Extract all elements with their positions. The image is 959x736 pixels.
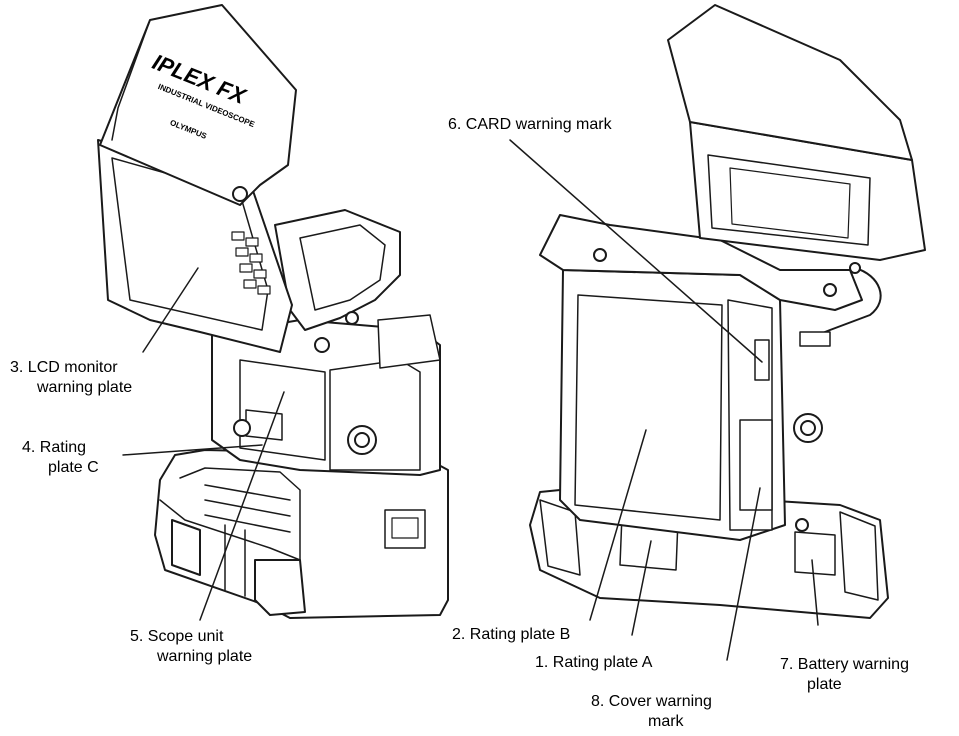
left-bumper-front <box>254 559 306 616</box>
label-rating-plate-c: 4. Rating plate C <box>22 439 99 476</box>
leader-6 <box>509 139 763 363</box>
leader-8 <box>726 487 761 661</box>
right-lid <box>667 4 913 161</box>
label-scope-unit-warning-plate: 5. Scope unit warning plate <box>130 628 253 665</box>
leader-2 <box>589 429 647 621</box>
rating-plate-b-panel <box>574 294 723 521</box>
left-handle <box>274 209 401 331</box>
leader-5 <box>199 391 285 621</box>
left-lid <box>99 4 297 206</box>
label-battery-warning-plate: 7. Battery warning plate <box>780 656 909 693</box>
label-rating-plate-b: 2. Rating plate B <box>452 626 571 643</box>
battery-warning-plate <box>794 531 836 576</box>
rating-plate-c <box>245 409 283 441</box>
leader-1 <box>631 540 652 636</box>
leader-3 <box>142 267 199 353</box>
label-card-warning-mark: 6. CARD warning mark <box>448 116 612 133</box>
left-knob <box>233 419 251 437</box>
cover-panel <box>739 419 773 511</box>
label-cover-warning-mark: 8. Cover warning mark <box>591 693 712 730</box>
leader-4 <box>122 444 263 456</box>
right-device <box>529 4 926 619</box>
label-lcd-monitor-warning-plate: 3. LCD monitor warning plate <box>10 359 133 396</box>
card-slot <box>754 339 770 381</box>
right-cable <box>804 267 882 341</box>
left-side-grille <box>204 484 291 597</box>
label-rating-plate-a: 1. Rating plate A <box>535 654 653 671</box>
left-device <box>97 4 449 619</box>
left-control-buttons <box>231 231 271 295</box>
leader-7 <box>811 559 819 626</box>
leader-lines <box>122 139 819 661</box>
